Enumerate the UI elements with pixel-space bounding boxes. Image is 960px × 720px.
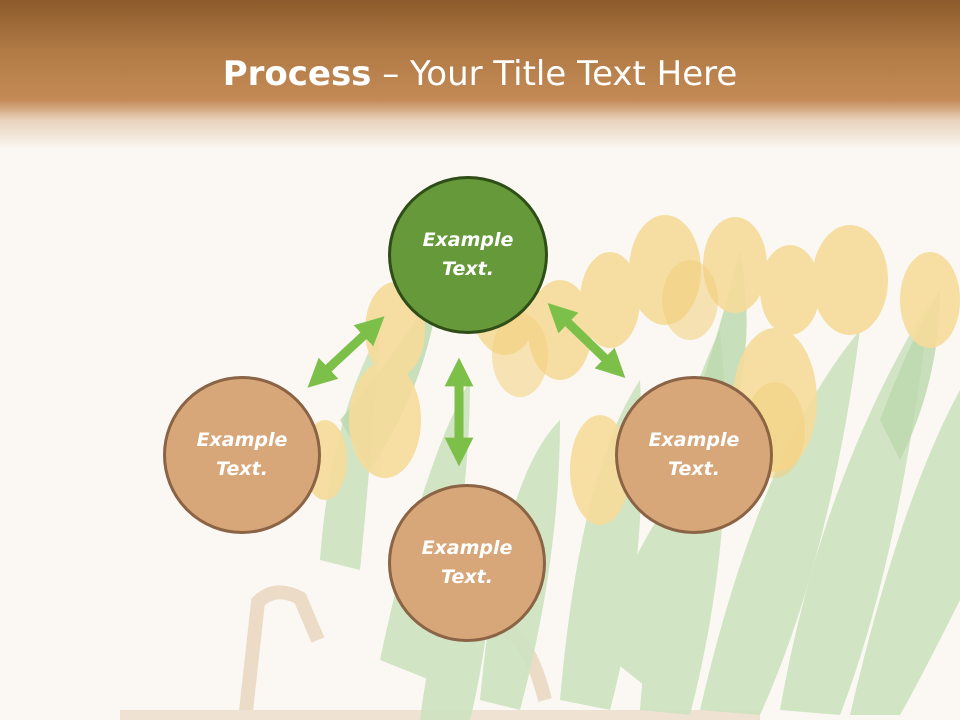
node-bottom-line2: Text.	[441, 566, 493, 588]
node-left-line1: Example	[196, 429, 288, 451]
arrow-center-left	[307, 316, 385, 388]
node-bottom-line1: Example	[421, 537, 513, 559]
node-left-line2: Text.	[216, 458, 268, 480]
node-right-line1: Example	[648, 429, 740, 451]
node-right-line2: Text.	[668, 458, 720, 480]
header-band	[0, 0, 960, 150]
title-rest: – Your Title Text Here	[371, 54, 738, 94]
node-center-line1: Example	[422, 229, 514, 251]
node-center-line2: Text.	[442, 258, 494, 280]
arrow-center-right	[547, 303, 626, 378]
slide-title: Process – Your Title Text Here	[0, 52, 960, 96]
title-bold: Process	[222, 54, 372, 94]
